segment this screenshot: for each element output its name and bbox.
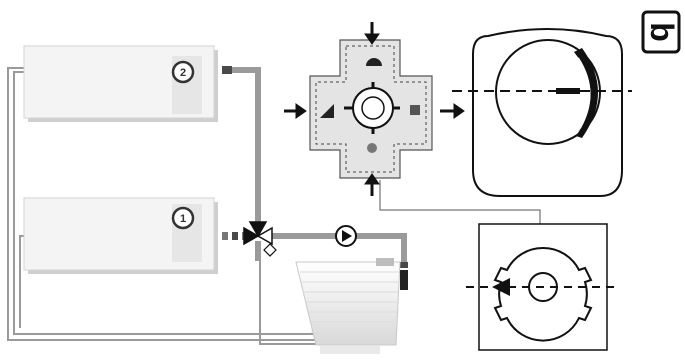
- right-port-marker: [410, 105, 420, 115]
- top-port-marker: [366, 58, 382, 66]
- bottom-port-marker: [367, 143, 377, 153]
- pump-icon: [335, 225, 357, 247]
- left-port-marker: [320, 104, 334, 118]
- rotor-detail-inset: [466, 223, 618, 351]
- radiator-1: 1: [23, 197, 218, 274]
- unit-number-label: 1: [180, 213, 186, 225]
- figure-label-box: b: [641, 10, 681, 54]
- boiler: [295, 258, 401, 354]
- actuator: [452, 28, 632, 197]
- radiator-2: 2: [23, 45, 218, 122]
- supply-pipes: [227, 67, 407, 265]
- unit-number-badge: 2: [171, 60, 195, 84]
- detail-connector-line: [379, 180, 541, 224]
- valve-body: [309, 39, 433, 179]
- figure-label: b: [644, 22, 680, 42]
- unit-number-badge: 1: [171, 206, 195, 230]
- unit-number-label: 2: [180, 67, 186, 79]
- flow-arrow-icon: [284, 22, 465, 196]
- three-way-valve-icon: [243, 221, 277, 257]
